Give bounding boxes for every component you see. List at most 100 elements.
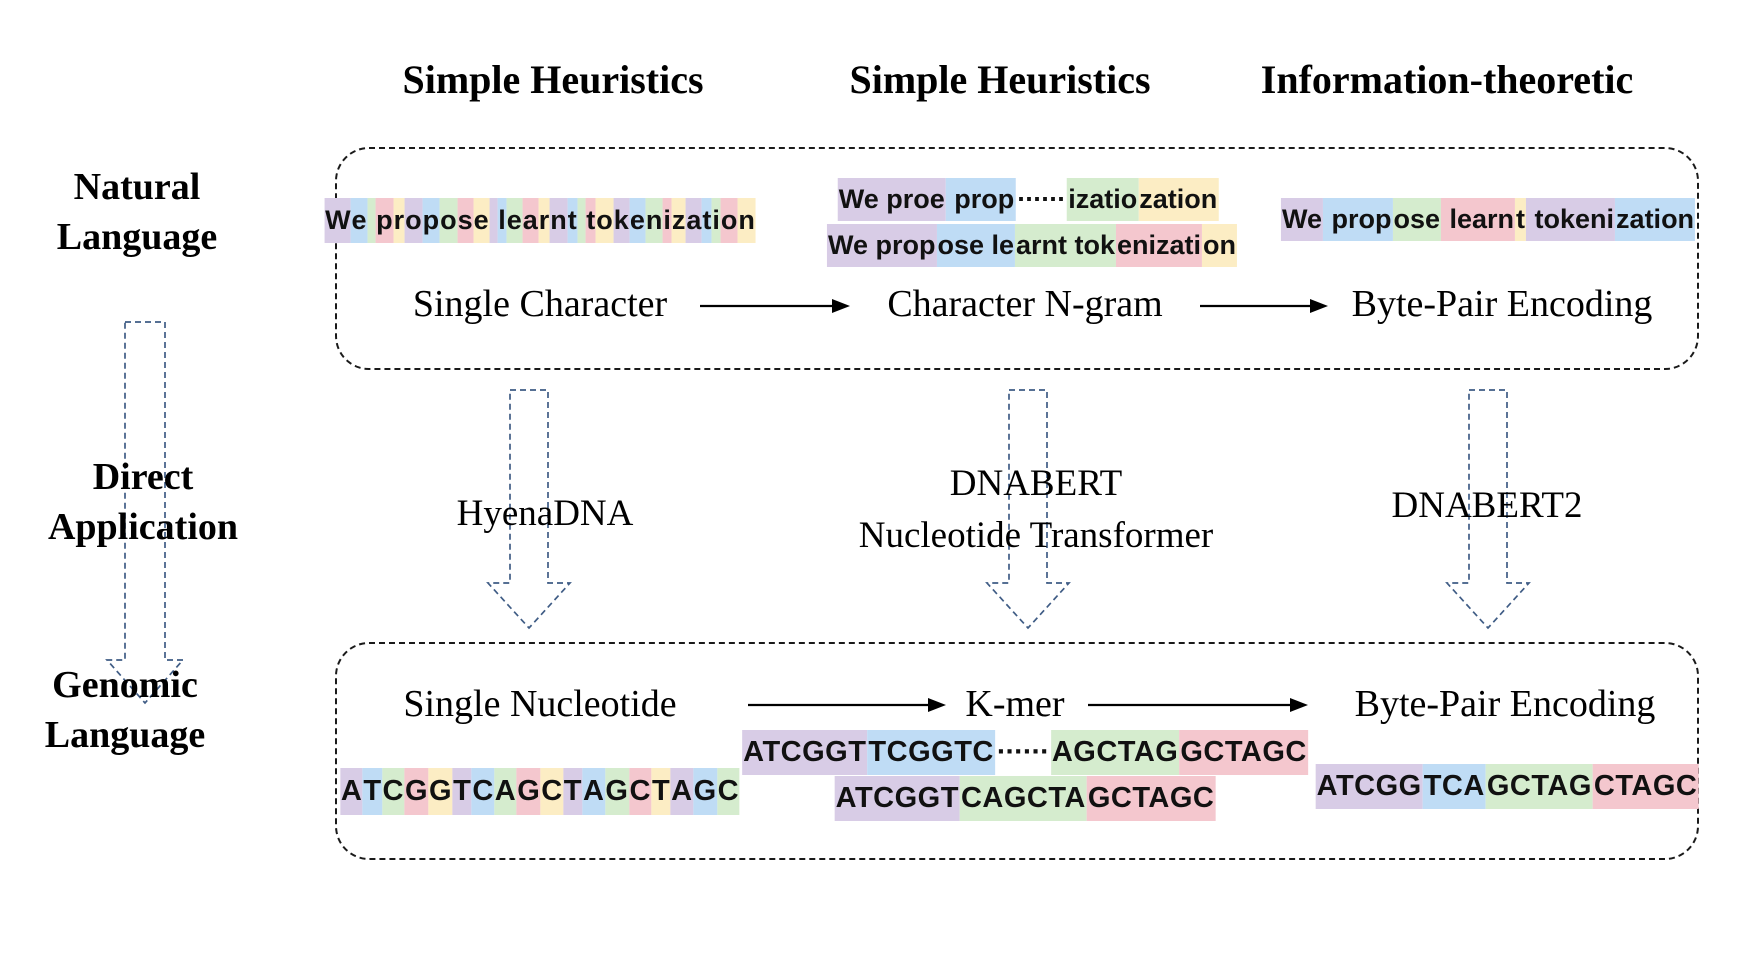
token-char: A: [340, 768, 363, 815]
token-char: z: [671, 198, 686, 243]
token-char: r: [393, 198, 405, 243]
ngram-to-bpe-arrow: [1200, 299, 1328, 313]
method-label-byte-pair-encoding-bottom: Byte-Pair Encoding: [1354, 683, 1656, 725]
token-segment: t: [1515, 198, 1527, 241]
token-char: n: [549, 198, 568, 243]
token-segment: We proe: [837, 178, 946, 221]
natural-language-box: [335, 147, 1699, 370]
token-segment: enizati: [1116, 224, 1203, 267]
ellipsis-dots: ······: [1017, 184, 1066, 214]
token-char: n: [645, 198, 663, 243]
token-segment: TCA: [1422, 764, 1486, 809]
token-segment: CTAGC: [1592, 764, 1699, 809]
token-segment: ATCGGT: [834, 776, 960, 821]
token-char: [489, 198, 498, 243]
token-char: G: [604, 768, 629, 815]
token-char: t: [701, 198, 712, 243]
row-label-direct-application: Direct Application: [48, 452, 238, 552]
model-label-nucleotide-transformer: Nucleotide Transformer: [858, 515, 1214, 556]
method-label-byte-pair-encoding-top: Byte-Pair Encoding: [1351, 283, 1653, 325]
token-char: e: [473, 198, 490, 243]
token-segment: We prop: [826, 224, 937, 267]
token-char: e: [506, 198, 523, 243]
genomic-label-line1: Genomic: [52, 664, 198, 706]
token-char: G: [428, 768, 453, 815]
token-segment: CAGCTA: [959, 776, 1087, 821]
method-label-kmer: K-mer: [965, 683, 1065, 725]
genomic-language-box: [335, 642, 1699, 860]
row-label-natural-language: Natural Language: [57, 162, 217, 262]
model-label-dnabert: DNABERT: [949, 463, 1123, 504]
ellipsis-dots: ······: [996, 736, 1050, 768]
token-char: r: [538, 198, 550, 243]
model-label-dnabert-nt: DNABERT Nucleotide Transformer: [859, 458, 1214, 562]
token-segment: GCTAG: [1485, 764, 1593, 809]
token-char: T: [563, 768, 583, 815]
token-char: n: [737, 198, 756, 243]
token-segment: tokeni: [1526, 198, 1616, 241]
direct-application-arrow: [105, 321, 185, 705]
token-segment: zation: [1138, 178, 1219, 221]
token-segment: arnt tok: [1015, 224, 1117, 267]
token-char: G: [693, 768, 718, 815]
column-header-simple-heuristics-2: Simple Heuristics: [849, 57, 1151, 102]
genomic-label-line2: Language: [44, 714, 206, 756]
token-char: W: [324, 198, 352, 243]
token-char: o: [404, 198, 423, 243]
column-header-information-theoretic: Information-theoretic: [1260, 57, 1634, 102]
token-char: i: [711, 198, 721, 243]
token-segment: GCTAGC: [1179, 730, 1308, 775]
token-char: o: [720, 198, 738, 243]
token-segment: ose: [1392, 198, 1441, 241]
token-char: C: [717, 768, 740, 815]
token-segment: We: [1280, 198, 1323, 241]
token-segment: zation: [1615, 198, 1696, 241]
single-nucleotide-to-kmer-arrow: [748, 698, 946, 712]
token-char: T: [452, 768, 472, 815]
natural-label-line1: Natural: [73, 166, 201, 208]
token-char: a: [522, 198, 539, 243]
token-segment: TCGGTC: [867, 730, 995, 775]
dnabert2-arrow: [1445, 389, 1531, 630]
token-char: t: [585, 198, 596, 243]
hyenadna-arrow: [486, 389, 572, 630]
token-char: [367, 198, 376, 243]
method-label-single-nucleotide: Single Nucleotide: [403, 683, 677, 725]
direct-label-line2: Application: [47, 506, 239, 548]
token-char: t: [567, 198, 578, 243]
token-char: o: [595, 198, 614, 243]
method-label-character-ngram: Character N-gram: [887, 283, 1163, 325]
token-char: e: [351, 198, 368, 243]
token-segment: ATCGGT: [742, 730, 868, 775]
model-label-hyenadna: HyenaDNA: [456, 493, 634, 534]
token-segment: prop: [1322, 198, 1393, 241]
token-char: C: [628, 768, 652, 815]
token-char: A: [582, 768, 605, 815]
kmer-to-bpe-arrow: [1088, 698, 1308, 712]
dnabert-arrow: [985, 389, 1071, 630]
token-char: A: [494, 768, 517, 815]
column-header-simple-heuristics-1: Simple Heuristics: [402, 57, 704, 102]
token-char: k: [613, 198, 630, 243]
token-char: o: [439, 198, 458, 243]
token-segment: ATCGG: [1315, 764, 1423, 809]
token-char: a: [685, 198, 702, 243]
token-segment: AGCTAG: [1050, 730, 1180, 775]
single-character-to-ngram-arrow: [700, 299, 850, 313]
token-char: e: [629, 198, 646, 243]
token-char: G: [516, 768, 541, 815]
token-char: p: [422, 198, 440, 243]
token-char: T: [651, 768, 671, 815]
token-char: i: [662, 198, 672, 243]
token-char: p: [375, 198, 394, 243]
token-char: C: [471, 768, 495, 815]
token-segment: ose le: [936, 224, 1015, 267]
